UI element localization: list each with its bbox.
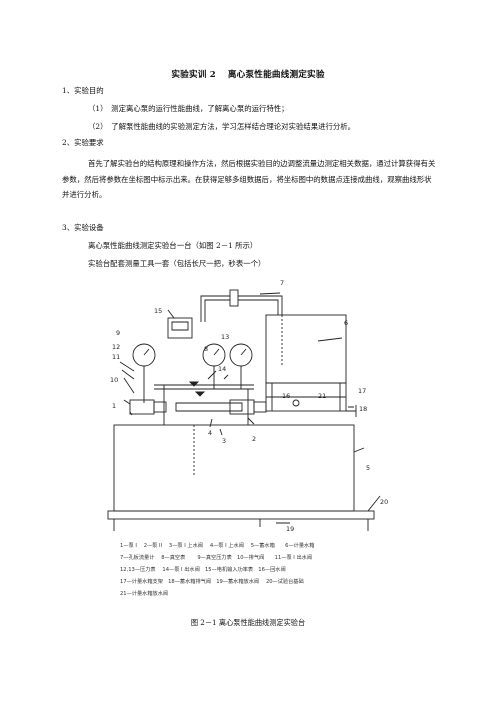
power-meter-icon bbox=[167, 317, 193, 339]
section-3-heading: 3、实验设备 bbox=[62, 223, 104, 232]
figure-legend: 1—泵 I 2—泵 II 3—泵 I 上水阀 4—泵 I 上水阀 5—蓄水箱 6… bbox=[120, 541, 314, 597]
legend-row-5: 21—计量水箱放水阀 bbox=[120, 589, 168, 597]
label-18: 18 bbox=[359, 405, 367, 413]
legend-row-4: 17—计量水箱支架 18—蓄水箱排气阀 19—蓄水箱放水阀 20—试验台基础 bbox=[120, 577, 304, 585]
section-1-heading: 1、实验目的 bbox=[62, 86, 104, 95]
label-16: 16 bbox=[282, 392, 290, 400]
legend-row-1: 1—泵 I 2—泵 II 3—泵 I 上水阀 4—泵 I 上水阀 5—蓄水箱 6… bbox=[120, 541, 314, 549]
label-1: 1 bbox=[112, 402, 116, 410]
label-2: 2 bbox=[252, 435, 256, 443]
label-9: 9 bbox=[116, 329, 120, 337]
label-6: 6 bbox=[344, 319, 348, 327]
figure-caption: 图 2－1 离心泵性能曲线测定实验台 bbox=[190, 618, 306, 627]
label-11: 11 bbox=[112, 353, 120, 361]
orifice-flowmeter-icon bbox=[229, 289, 239, 307]
label-15: 15 bbox=[154, 307, 162, 315]
label-7: 7 bbox=[280, 279, 284, 287]
document-title: 实验实训 2 离心泵性能曲线测定实验 bbox=[171, 70, 325, 80]
reservoir-tank-icon bbox=[113, 424, 355, 512]
label-19: 19 bbox=[286, 525, 294, 533]
label-17: 17 bbox=[358, 387, 366, 395]
metering-tank-icon bbox=[265, 314, 347, 384]
legend-row-3: 12,13—压力表 14—泵 I 出水阀 15—电机输入功率表 16—回水阀 bbox=[120, 565, 286, 573]
label-5: 5 bbox=[366, 464, 370, 472]
label-3: 3 bbox=[222, 437, 226, 445]
pump-1-icon bbox=[129, 399, 155, 415]
label-8: 8 bbox=[204, 345, 208, 353]
label-13: 13 bbox=[221, 333, 229, 341]
apparatus-figure: 7 15 6 9 13 12 8 11 14 10 17 16 21 1 18 … bbox=[104, 275, 410, 611]
section-2-paragraph: 首先了解实验台的结构原理和操作方法，然后根据实验目的边调整流量边测定相关数据，通… bbox=[62, 159, 436, 199]
section-2-heading: 2、实验要求 bbox=[62, 138, 104, 147]
section-1-item-2: （2） 了解泵性能曲线的实验测定方法，学习怎样结合理论对实验结果进行分析。 bbox=[88, 122, 356, 131]
section-3-line-2: 实验台配套测量工具一套（包括长尺一把，秒表一个） bbox=[88, 259, 266, 268]
section-3-line-1: 离心泵性能曲线测定实验台一台（如图 2－1 所示） bbox=[88, 241, 258, 250]
legend-row-2: 7—孔板流量计 8—真空表 9—真空压力表 10—排气阀 11—泵 I 出水阀 bbox=[120, 553, 312, 561]
base-icon bbox=[107, 510, 375, 520]
label-4: 4 bbox=[208, 429, 212, 437]
label-21: 21 bbox=[318, 392, 326, 400]
label-10: 10 bbox=[110, 376, 118, 384]
figure-labels: 7 15 6 9 13 12 8 11 14 10 17 16 21 1 18 … bbox=[110, 279, 388, 533]
section-1-item-1: （1） 测定离心泵的运行性能曲线，了解离心泵的运行特性； bbox=[88, 104, 289, 113]
label-12: 12 bbox=[112, 343, 120, 351]
label-14: 14 bbox=[218, 365, 226, 373]
label-20: 20 bbox=[380, 498, 388, 506]
